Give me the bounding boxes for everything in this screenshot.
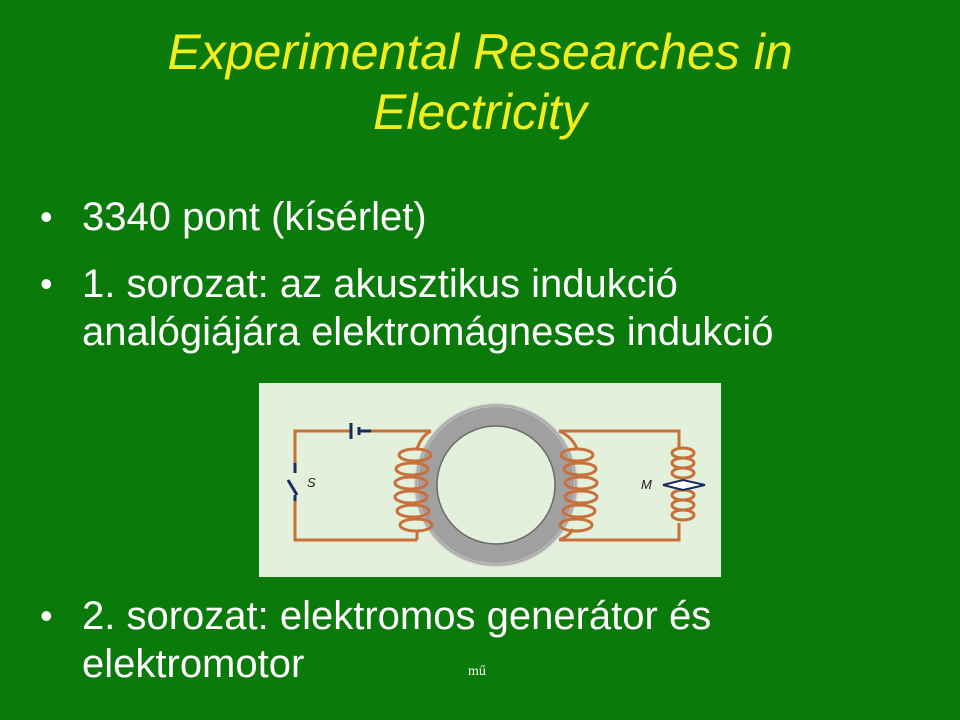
right-wire-top — [559, 429, 681, 447]
slide-title: Experimental Researches in Electricity — [40, 22, 920, 142]
bullet-text-line-2: analógiájára elektromágneses indukció — [82, 310, 774, 354]
switch-icon — [286, 463, 299, 501]
secondary-coil — [558, 429, 599, 542]
battery-icon — [349, 423, 371, 439]
bullet-dot: • — [40, 196, 53, 237]
bullet-dot: • — [40, 263, 53, 304]
iron-ring — [414, 403, 578, 567]
bullet-text: 3340 pont (kísérlet) — [82, 195, 427, 239]
switch-label: S — [307, 475, 316, 490]
induction-ring-diagram: S — [259, 383, 721, 577]
primary-coil — [393, 429, 434, 540]
right-wire-bottom — [559, 523, 681, 542]
bullet-text: 2. sorozat: elektromos generátor és elek… — [82, 592, 711, 688]
bullet-dot: • — [40, 595, 53, 636]
footer-mark: mű — [468, 664, 486, 679]
bullet-text-line-1: 1. sorozat: az akusztikus indukció — [82, 262, 678, 306]
title-line-2: Electricity — [373, 84, 587, 140]
left-wire-top — [293, 429, 431, 465]
bullet-text: 1. sorozat: az akusztikus indukció analó… — [82, 260, 774, 356]
bullet-text-line-1: 2. sorozat: elektromos generátor és — [82, 594, 712, 638]
compass-needle-icon — [662, 478, 706, 492]
left-wire-bottom — [293, 498, 417, 542]
title-line-1: Experimental Researches in — [167, 24, 793, 80]
bullet-text-line-2: elektromotor — [82, 642, 305, 686]
meter-label: M — [641, 477, 652, 492]
